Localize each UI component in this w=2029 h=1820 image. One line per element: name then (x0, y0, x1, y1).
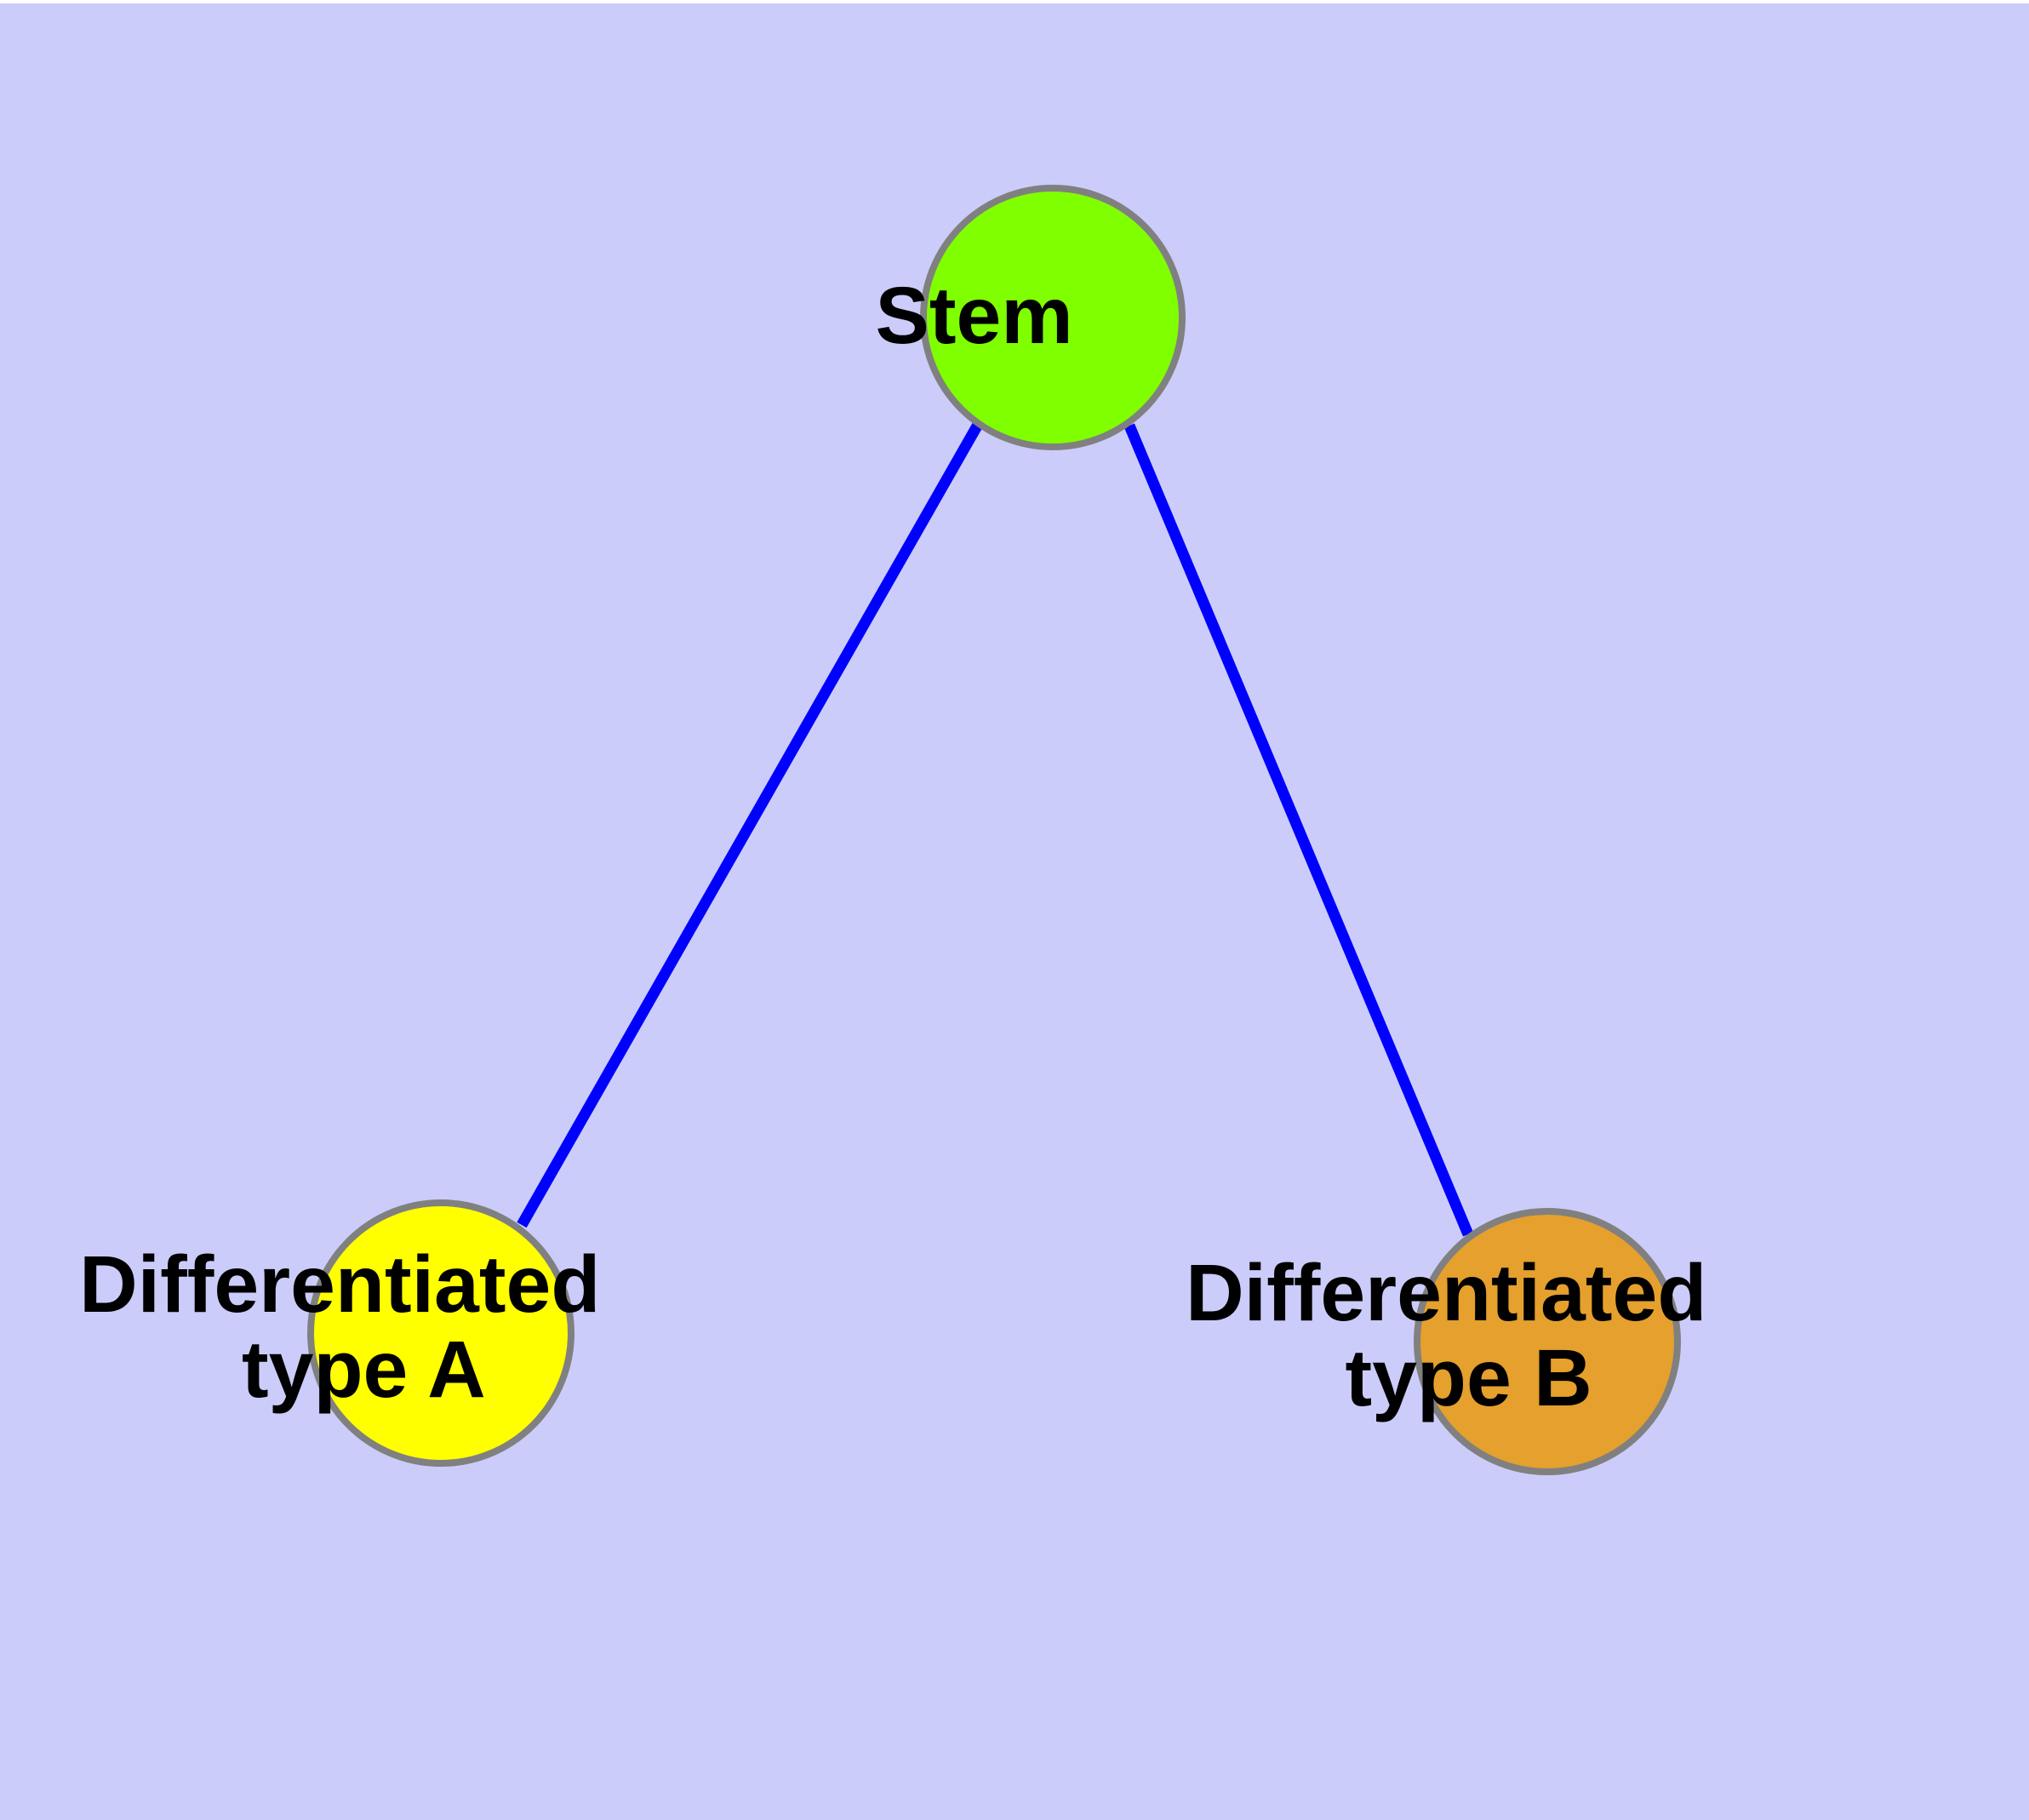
node-circle-diff-a[interactable] (307, 1199, 574, 1467)
node-label-stem-line-1: Stem (875, 271, 1072, 361)
node-label-diff-a-line-2: type A (242, 1325, 484, 1415)
node-stem[interactable] (920, 185, 1186, 450)
edge-stem-to-diff-b[interactable] (1124, 423, 1473, 1237)
node-label-stem: Stem (875, 271, 1230, 361)
label-layer: Stem Differentiated type A Differentiate… (79, 271, 1909, 1423)
node-label-diff-a: Differentiated type A (79, 1239, 803, 1415)
node-layer (307, 185, 1681, 1475)
node-label-diff-b: Differentiated type B (1186, 1248, 1909, 1423)
node-circle-stem[interactable] (920, 185, 1186, 450)
node-circle-diff-b[interactable] (1414, 1208, 1681, 1475)
node-label-diff-b-line-1: Differentiated (1186, 1248, 1706, 1338)
edge-stem-to-diff-a[interactable] (517, 420, 984, 1228)
node-diff-b[interactable] (1414, 1208, 1681, 1475)
edge-layer (517, 420, 1473, 1237)
node-label-diff-b-line-2: type B (1345, 1333, 1592, 1423)
node-label-diff-a-line-1: Differentiated (79, 1239, 600, 1330)
node-diff-a[interactable] (307, 1199, 574, 1467)
